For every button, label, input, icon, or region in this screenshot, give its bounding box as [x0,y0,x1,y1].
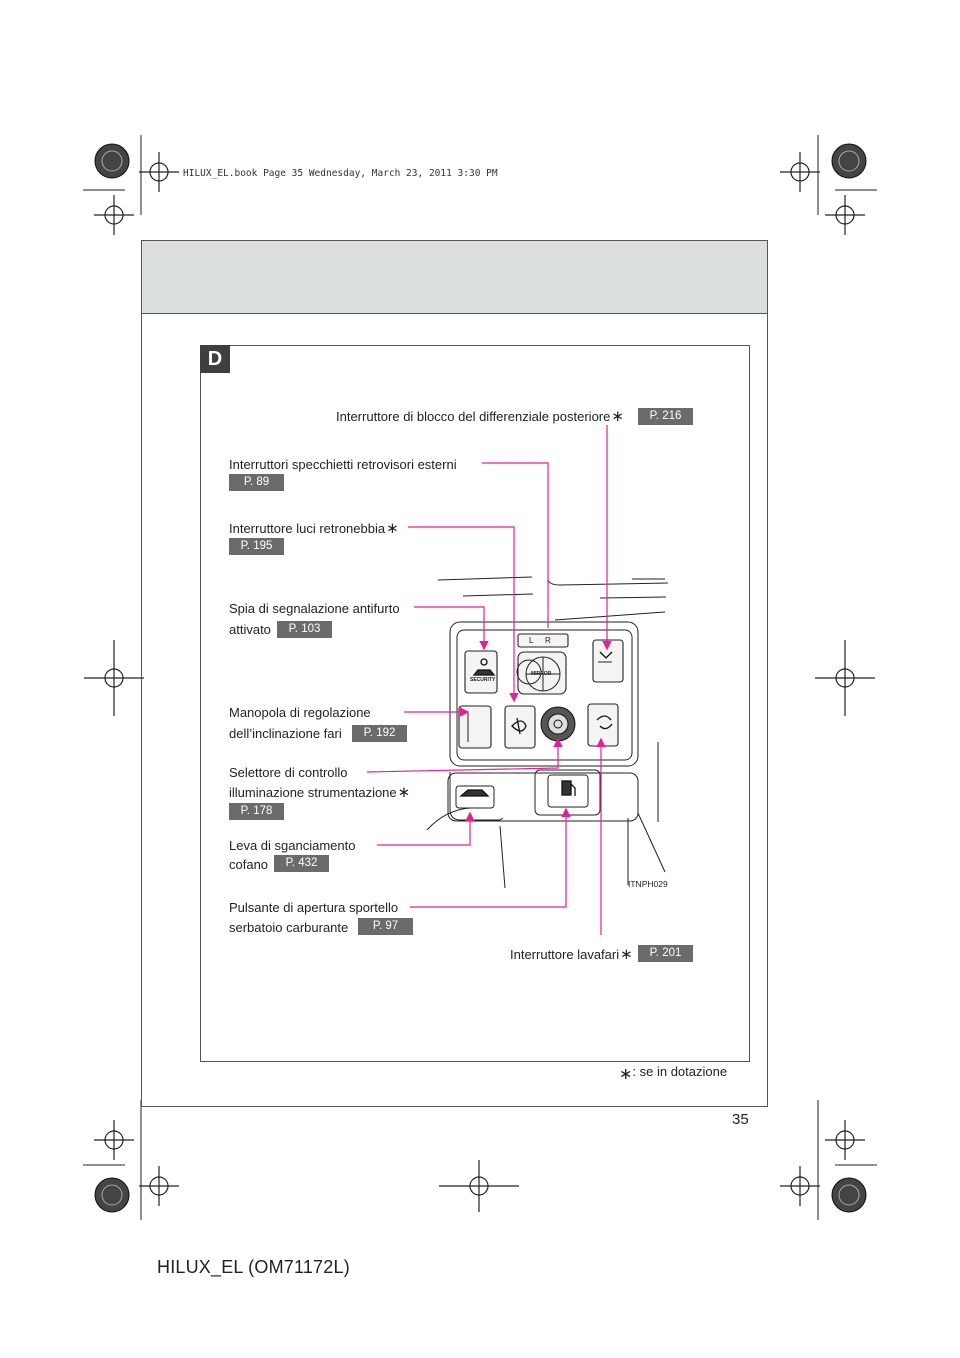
callout-hood-label-line2: cofano [229,857,269,872]
callout-fuel-door-label-line2: serbatoio carburante [229,920,349,935]
callout-diff-lock-label: Interruttore di blocco del differenziale… [336,408,624,425]
callout-hood-label-line1: Leva di sganciamento [229,838,356,853]
callout-security-label-line2: attivato [229,622,271,637]
callout-washer-page-ref[interactable]: P. 201 [638,945,693,962]
page-number: 35 [732,1111,749,1128]
callout-security-page-ref[interactable]: P. 103 [277,621,332,638]
figure-box [200,345,750,1062]
callout-rear-fog-page-ref[interactable]: P. 195 [229,538,284,555]
section-tag: D [200,345,230,373]
callout-illumination-page-ref[interactable]: P. 178 [229,803,284,820]
footnote: ∗: se in dotazione [619,1064,728,1083]
callout-security-label-line1: Spia di segnalazione antifurto [229,601,400,616]
callout-mirror-page-ref[interactable]: P. 89 [229,474,284,491]
callout-illumination-label-line1: Selettore di controllo [229,765,348,780]
mirror-label: MIRROR [531,671,552,677]
callout-diff-lock-page-ref[interactable]: P. 216 [638,408,693,425]
figure-code: ITNPH029 [628,879,668,889]
mirror-l-label: L [529,636,534,645]
footer-title: HILUX_EL (OM71172L) [157,1257,350,1277]
callout-rear-fog-label: Interruttore luci retronebbia∗ [229,520,399,537]
security-label: SECURITY [470,677,496,683]
callout-headlight-page-ref[interactable]: P. 192 [352,725,407,742]
mirror-r-label: R [545,636,551,645]
callout-washer-label: Interruttore lavafari∗ [510,946,633,963]
color-wheel-icon [94,143,867,1213]
callout-headlight-label-line1: Manopola di regolazione [229,705,371,720]
callout-fuel-door-page-ref[interactable]: P. 97 [358,918,413,935]
callout-fuel-door-label-line1: Pulsante di apertura sportello [229,900,399,915]
callout-mirror-label: Interruttori specchietti retrovisori est… [229,457,457,472]
book-header: HILUX_EL.book Page 35 Wednesday, March 2… [183,168,498,179]
crosshair-target-icon [84,152,875,1212]
page-frame [141,240,768,1107]
callout-hood-page-ref[interactable]: P. 432 [274,855,329,872]
callout-headlight-label-line2: dell’inclinazione fari [229,726,342,741]
header-band [142,241,767,314]
callout-illumination-label-line2: illuminazione strumentazione∗ [229,784,411,801]
